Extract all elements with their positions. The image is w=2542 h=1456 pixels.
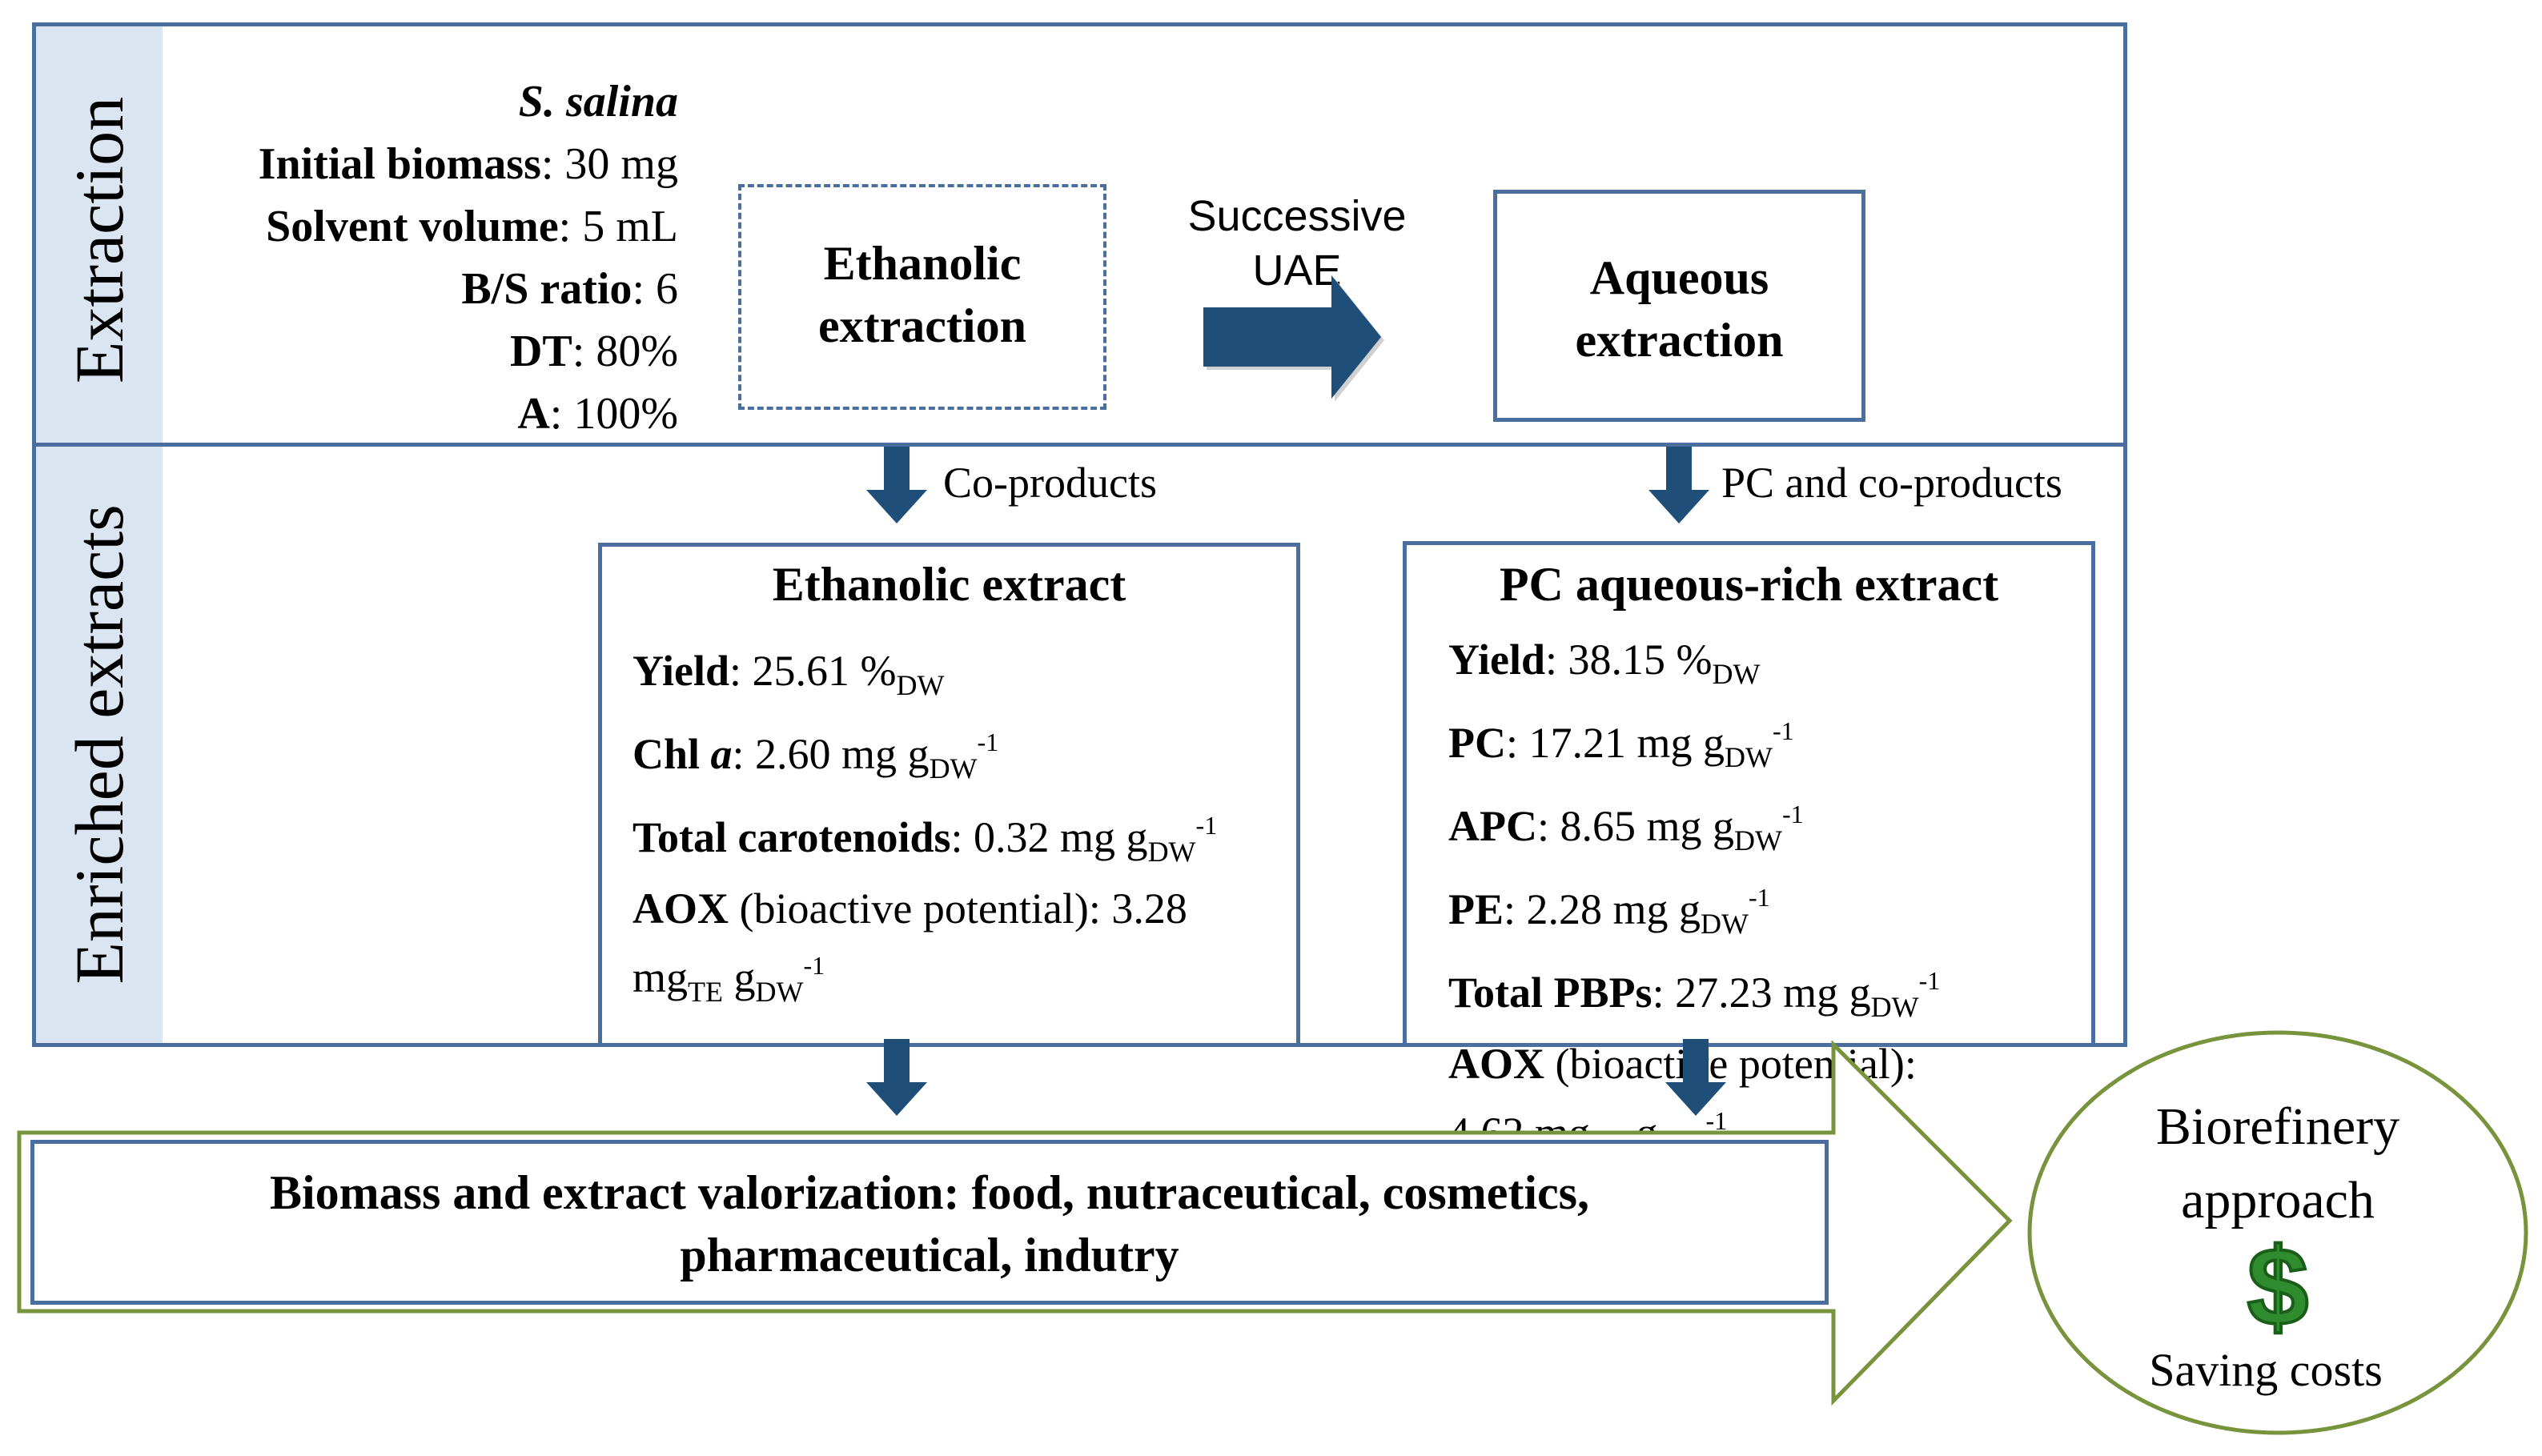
successive-uae-arrow: [1203, 275, 1384, 402]
ethanolic-aox-unit: mgTE gDW-1: [632, 951, 825, 1008]
aqueous-extraction-line1: Aqueous: [1589, 251, 1769, 304]
enriched-extracts-label: Enriched extracts: [61, 504, 138, 985]
parameters-block: S. salina Initial biomass: 30 mg Solvent…: [176, 70, 678, 447]
ethanolic-chl-a: Chl a: 2.60 mg gDW-1: [632, 728, 999, 784]
co-products-label: Co-products: [943, 459, 1157, 507]
pc-co-products-arrow: [1648, 447, 1709, 523]
ethanolic-extract-box: Ethanolic extract Yield: 25.61 %DW Chl a…: [598, 543, 1300, 1047]
saving-costs-label: Saving costs: [2149, 1344, 2383, 1396]
ethanolic-extraction-line1: Ethanolic: [823, 237, 1022, 290]
valorization-line2: pharmaceutical, indutry: [680, 1229, 1179, 1282]
pc-extract-title: PC aqueous-rich extract: [1499, 558, 1999, 611]
extraction-label: Extraction: [61, 96, 138, 384]
solvent-volume: Solvent volume: 5 mL: [266, 202, 678, 251]
ethanolic-total-carotenoids: Total carotenoids: 0.32 mg gDW-1: [632, 811, 1218, 868]
pc-valorization-arrow: [1665, 1039, 1726, 1116]
valorization-box: Biomass and extract valorization: food, …: [30, 1140, 1829, 1305]
ethanolic-extraction-box: Ethanolic extraction: [738, 184, 1106, 410]
ethanolic-yield: Yield: 25.61 %DW: [632, 647, 945, 701]
pc-extract-box: PC aqueous-rich extract Yield: 38.15 %DW…: [1403, 541, 2095, 1163]
aqueous-extraction-line2: extraction: [1575, 314, 1784, 367]
enriched-sidebar: [36, 447, 163, 1043]
enriched-section: [32, 443, 2127, 1047]
initial-biomass: Initial biomass: 30 mg: [258, 139, 678, 189]
pc-yield: Yield: 38.15 %DW: [1448, 636, 1761, 690]
pc-pc-value: PC: 17.21 mg gDW-1: [1448, 716, 1794, 773]
biorefinery-circle: [2027, 1030, 2528, 1435]
ethanolic-extraction-line2: extraction: [818, 299, 1026, 352]
dt-value: DT: 80%: [509, 327, 678, 376]
dollar-icon: $: [2246, 1225, 2311, 1349]
pc-apc-value: APC: 8.65 mg gDW-1: [1448, 800, 1804, 856]
ethanolic-valorization-arrow: [866, 1039, 927, 1116]
valorization-line1: Biomass and extract valorization: food, …: [269, 1166, 1590, 1219]
co-products-arrow: [866, 447, 927, 523]
aqueous-extraction-box: Aqueous extraction: [1493, 190, 1865, 422]
extraction-sidebar: [36, 26, 163, 443]
biorefinery-line1: Biorefinery: [2155, 1097, 2400, 1156]
pc-pe-value: PE: 2.28 mg gDW-1: [1448, 883, 1770, 940]
pc-total-pbps: Total PBPs: 27.23 mg gDW-1: [1448, 966, 1941, 1023]
biorefinery-text: Biorefinery approach: [2050, 1090, 2506, 1237]
ethanolic-extract-title: Ethanolic extract: [772, 558, 1126, 611]
ethanolic-aox: AOX (bioactive potential): 3.28: [632, 884, 1187, 933]
pc-co-products-label: PC and co-products: [1721, 459, 2062, 507]
species-name: S. salina: [518, 77, 678, 126]
biorefinery-line2: approach: [2181, 1171, 2375, 1229]
successive-uae-label: Successive UAE: [1187, 192, 1407, 295]
bs-ratio: B/S ratio: 6: [461, 264, 678, 314]
a-value: A: 100%: [517, 389, 678, 439]
